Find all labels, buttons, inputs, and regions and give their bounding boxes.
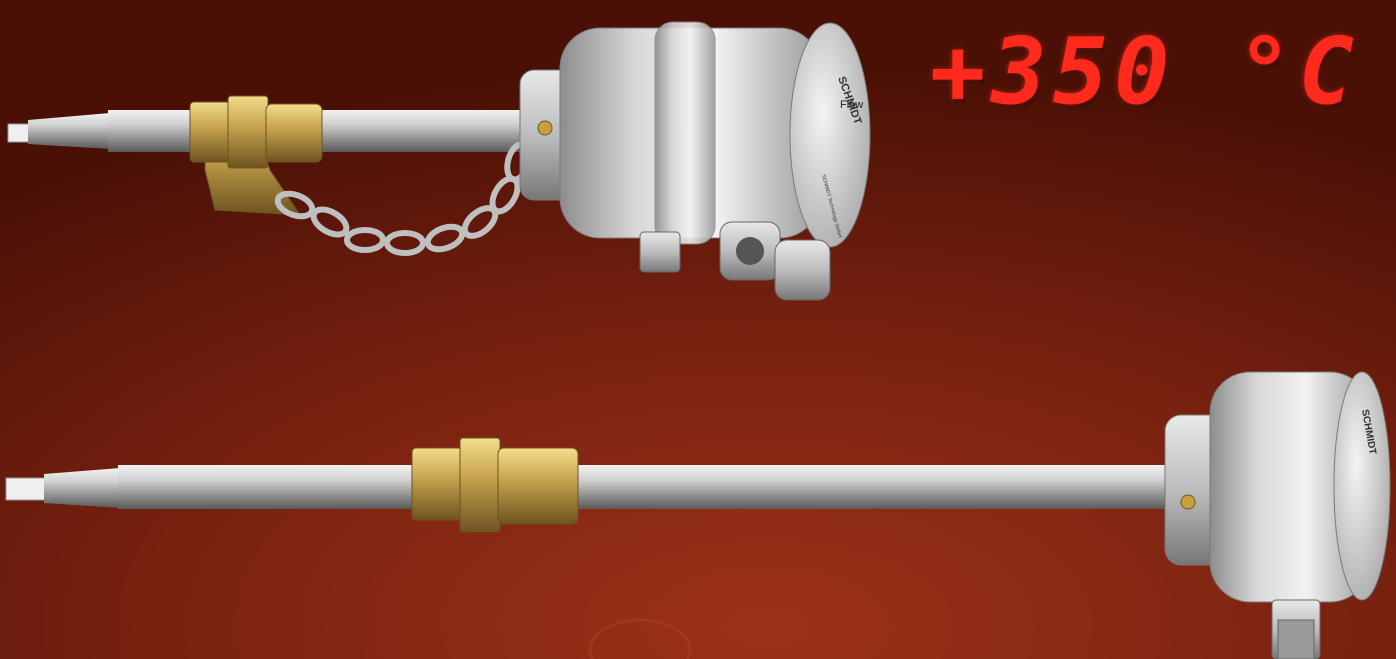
lower-screw [1180, 494, 1196, 510]
upper-housing-face [789, 22, 871, 248]
upper-cable-gland-2 [774, 239, 831, 301]
upper-taper-rod [28, 113, 110, 149]
lower-nut [459, 437, 501, 533]
lower-thread [411, 447, 463, 521]
upper-flow-label: Flow [840, 99, 863, 111]
lower-rod [118, 465, 1180, 509]
lower-housing-face [1333, 371, 1391, 601]
upper-screw [537, 120, 553, 136]
upper-connector [639, 231, 681, 273]
lower-taper-rod [44, 468, 120, 508]
upper-nut [227, 95, 269, 169]
temperature-readout: +350 °C [930, 18, 1360, 125]
lower-hex-nut [497, 447, 579, 525]
upper-sensor [7, 21, 871, 301]
upper-probe-tip [7, 123, 31, 143]
upper-hex-nut [265, 103, 323, 163]
lower-sensor [5, 371, 1391, 659]
upper-rod [108, 110, 538, 152]
lower-probe-tip [5, 477, 47, 501]
upper-thread [189, 101, 231, 163]
